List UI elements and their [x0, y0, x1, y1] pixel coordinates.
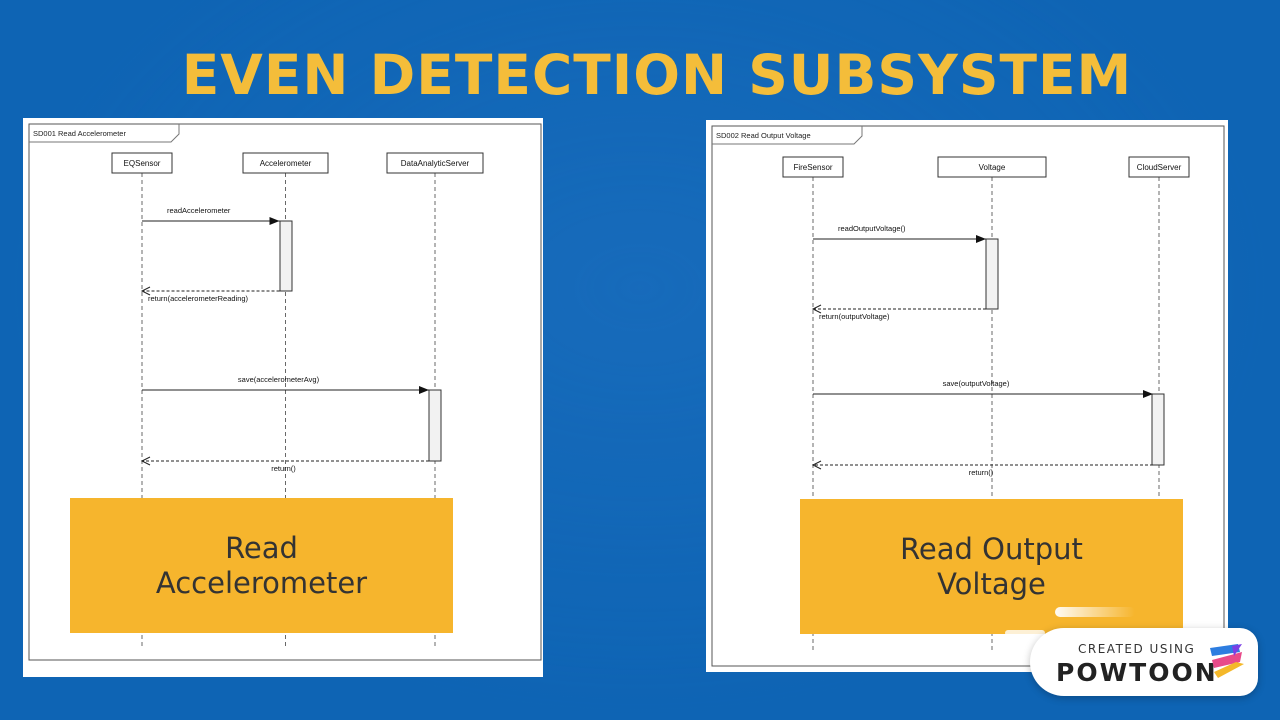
lifeline-label-0: EQSensor	[124, 159, 161, 168]
message-arrowhead-0	[269, 217, 280, 225]
powtoon-logo-icon	[1210, 644, 1244, 678]
lifeline-box-1	[937, 156, 1047, 178]
activation-bar-1	[1151, 393, 1165, 466]
lifeline-box-2	[1128, 156, 1190, 178]
lifeline-label-1: Voltage	[979, 163, 1006, 172]
lifeline-box-0	[111, 152, 173, 174]
frame-tab	[29, 124, 180, 143]
message-arrowhead-3	[140, 456, 151, 466]
message-arrowhead-2	[1143, 390, 1153, 398]
diagram-frame	[711, 125, 1225, 667]
message-label-1: return(outputVoltage)	[819, 312, 890, 321]
message-arrowhead-2	[419, 386, 429, 394]
message-label-2: save(outputVoltage)	[943, 379, 1010, 388]
frame-label: SD002 Read Output Voltage	[716, 131, 811, 140]
diagram-frame	[28, 123, 542, 661]
watermark-brand: POWTOON	[1056, 658, 1218, 687]
slide-title: EVEN DETECTION SUBSYSTEM	[181, 43, 1133, 107]
lifeline-box-0	[782, 156, 844, 178]
light-streak	[1055, 607, 1135, 617]
message-label-3: return()	[271, 464, 296, 473]
lifeline-label-2: DataAnalyticServer	[401, 159, 470, 168]
caption-text: Read Output Voltage	[900, 531, 1083, 601]
watermark-top-text: CREATED USING	[1078, 642, 1196, 656]
message-label-0: readAccelerometer	[167, 206, 231, 215]
light-streak-small	[1005, 630, 1045, 636]
caption-text: Read Accelerometer	[155, 530, 368, 600]
message-label-1: return(accelerometerReading)	[148, 294, 249, 303]
message-arrowhead-1	[140, 286, 151, 296]
activation-bar-0	[985, 238, 999, 310]
lifeline-box-1	[242, 152, 329, 174]
frame-label: SD001 Read Accelerometer	[33, 129, 126, 138]
message-label-3: return()	[969, 468, 994, 477]
message-arrowhead-1	[811, 304, 822, 314]
activation-bar-0	[279, 220, 293, 292]
activation-bar-1	[428, 389, 442, 462]
frame-tab	[712, 126, 863, 145]
powtoon-watermark[interactable]: CREATED USING POWTOON	[1030, 628, 1258, 696]
message-arrowhead-3	[811, 460, 822, 470]
lifeline-label-2: CloudServer	[1137, 163, 1182, 172]
message-label-0: readOutputVoltage()	[838, 224, 906, 233]
lifeline-box-2	[386, 152, 484, 174]
message-arrowhead-0	[976, 235, 986, 243]
message-label-2: save(accelerometerAvg)	[238, 375, 320, 384]
lifeline-label-1: Accelerometer	[260, 159, 312, 168]
lifeline-label-0: FireSensor	[793, 163, 832, 172]
caption-read-accelerometer: Read Accelerometer	[70, 498, 453, 633]
